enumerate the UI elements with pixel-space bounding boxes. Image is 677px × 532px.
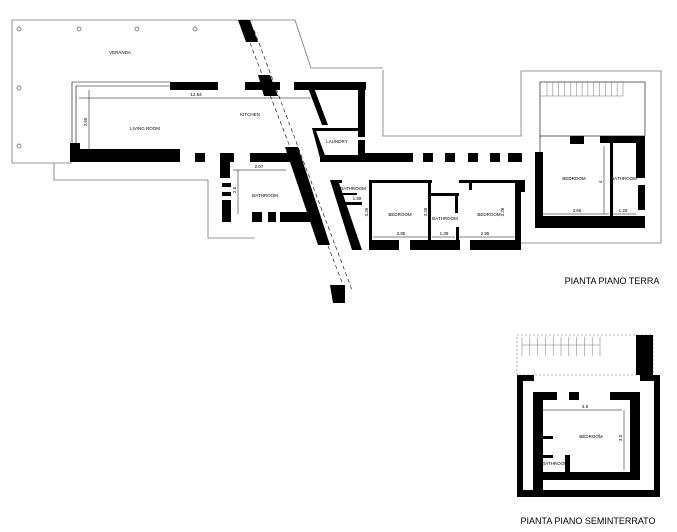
room-label-kitchen: KITCHEN (240, 112, 260, 117)
ground-floor-title: PIANTA PIANO TERRA (565, 276, 660, 286)
room-label-bathroom: BATHROOM (252, 193, 278, 198)
room-label-bathroom: BATHROOM (340, 186, 366, 191)
room-label-bathroom: BATHROOM (542, 461, 568, 466)
ground-floor-walls (70, 82, 645, 250)
room-label-bathroom: BATHROOM (432, 216, 458, 221)
dimension-label: 2.85 (397, 231, 406, 236)
courtyard-outline (382, 70, 662, 244)
dimension-label: 1.59 (353, 196, 362, 201)
inner-lines (71, 81, 646, 152)
dimension-label: 3.5 (618, 434, 623, 441)
room-label-bathroom: BATHROOM (611, 176, 637, 181)
dimension-label: 3.26 (423, 207, 428, 216)
dimension-label: 2.95 (481, 231, 490, 236)
dimension-label: 3.65 (83, 117, 88, 126)
veranda-outline-left (11, 20, 72, 164)
room-label-bedroom: BEDROOM (388, 212, 412, 217)
dimension-label: 12.84 (190, 92, 202, 97)
dimension-label: 4 (598, 180, 603, 183)
room-label-bedroom: BEDROOM (477, 212, 501, 217)
dimension-label: 3.26 (500, 207, 505, 216)
section-line (238, 20, 353, 303)
room-label-laundry: LAUNDRY (326, 139, 347, 144)
dimension-label: 1.26 (619, 208, 628, 213)
dimension-label: 2.5 (232, 186, 237, 193)
veranda-columns (16, 26, 198, 149)
basement-plan (516, 334, 660, 497)
basement-title: PIANTA PIANO SEMINTERRATO (520, 516, 655, 526)
dimension-label: 3.26 (364, 207, 369, 216)
room-label-bedroom: BEDROOM (562, 176, 586, 181)
room-label-living-room: LIVING ROOM (130, 126, 160, 131)
room-label-bedroom: BEDROOM (579, 434, 603, 439)
dimension-label: 3.65 (573, 208, 582, 213)
room-label-veranda: VERANDA (109, 50, 131, 55)
terrace-outline (53, 163, 255, 239)
dimension-label: 1.39 (440, 231, 449, 236)
dimension-label: 4.9 (582, 404, 589, 409)
veranda-outline (12, 19, 383, 69)
dimension-label: 2.07 (255, 164, 264, 169)
dimension-lines (79, 90, 636, 470)
staircase (540, 82, 624, 97)
